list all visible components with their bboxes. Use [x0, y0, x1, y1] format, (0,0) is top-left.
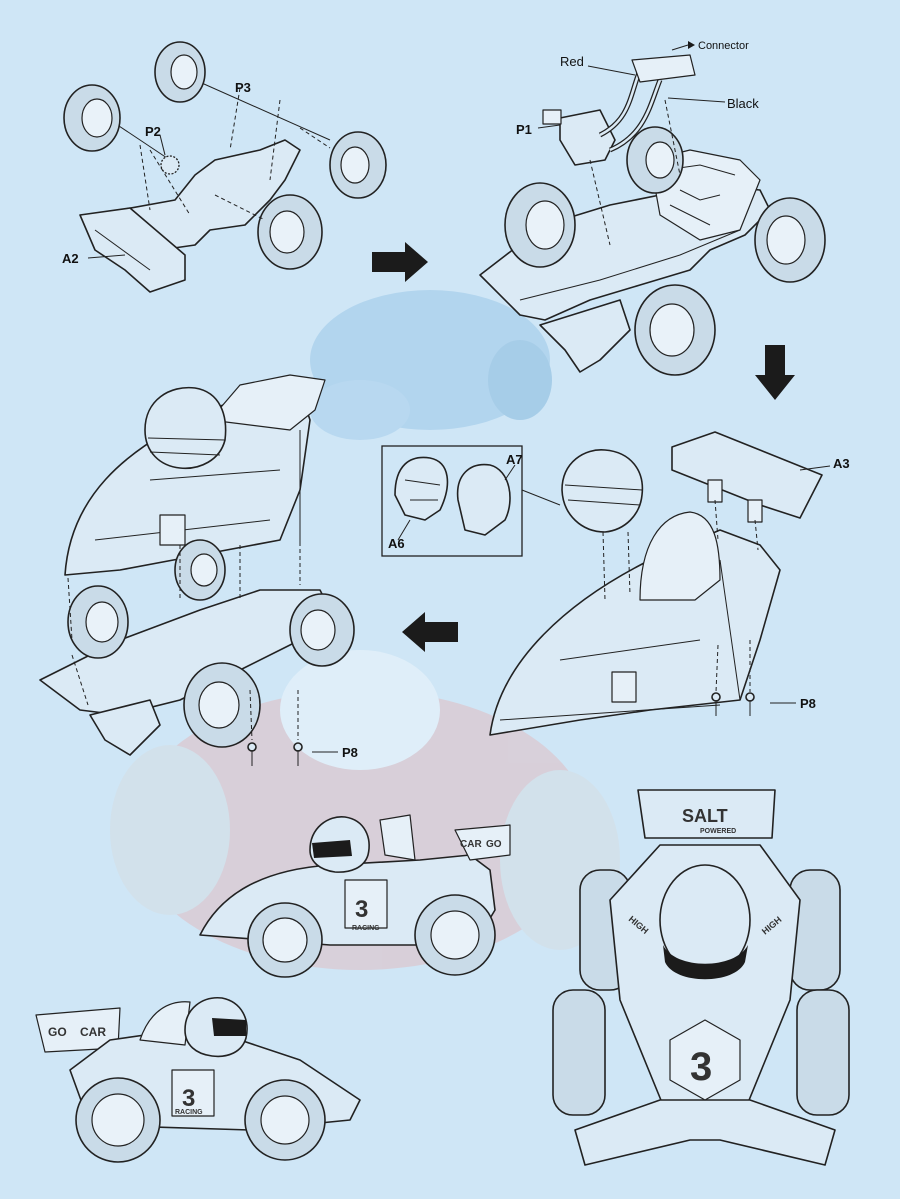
wheel-s2-rr	[754, 197, 826, 283]
helmet	[561, 449, 644, 533]
label-black: Black	[727, 96, 759, 111]
screw-left-1	[247, 742, 257, 766]
wheel-s4-rl	[174, 539, 226, 601]
screw-left-2	[293, 742, 303, 766]
decal-go-mid: GO	[486, 839, 502, 850]
ghost-blue-car	[310, 290, 552, 440]
finished-car-side-mid: 3 RACING CAR GO	[199, 814, 511, 978]
helmet-side-mid	[309, 816, 370, 873]
wheel-rear-left	[154, 41, 206, 103]
label-p8-left: P8	[342, 745, 358, 760]
wheel-s2-fr	[634, 284, 716, 376]
label-p1: P1	[516, 122, 532, 137]
label-a6: A6	[388, 536, 405, 551]
label-p3: P3	[235, 80, 251, 95]
decal-car-mid: CAR	[460, 839, 482, 850]
decal-number-bottom: 3	[182, 1085, 195, 1112]
wheel-top-fl	[552, 989, 606, 1116]
arrow-down-icon	[755, 345, 795, 400]
step4-body-on-chassis: P8	[39, 374, 358, 766]
finished-car-side-bottom: GO CAR 3 RACING	[35, 997, 361, 1163]
wheel-s4-fr	[183, 662, 261, 748]
wheel-s2-rl	[626, 126, 684, 194]
part-a7	[456, 463, 511, 536]
decal-racing-mid: RACING	[352, 925, 380, 932]
finished-car-top: SALT POWERED 3 HIGH HIGH	[552, 789, 850, 1166]
decal-powered: POWERED	[700, 828, 736, 835]
wheel-side-mid-rear	[414, 894, 496, 976]
step1-chassis-exploded: P3 P2 A2	[62, 41, 387, 293]
wheel-top-fr	[796, 989, 850, 1116]
label-connector: Connector	[698, 40, 749, 52]
helmet-side-bottom	[184, 997, 248, 1058]
arrow-left-icon	[402, 612, 458, 652]
wheel-front-right	[257, 194, 323, 270]
label-a7: A7	[506, 452, 523, 467]
step2-motor-install: Red Black Connector P1	[479, 40, 826, 376]
screw-right-1	[711, 692, 721, 716]
wheel-front-left	[63, 84, 121, 152]
wheel-s4-rr	[289, 593, 355, 667]
decal-number-mid: 3	[355, 896, 368, 923]
wheel-s4-fl	[67, 585, 129, 659]
label-a3: A3	[833, 456, 850, 471]
wheel-rear-right	[329, 131, 387, 199]
wheel-side-mid-front	[247, 902, 323, 978]
helmet-s4	[144, 386, 227, 469]
label-p2: P2	[145, 124, 161, 139]
label-a2: A2	[62, 251, 79, 266]
helmet-inset-box	[381, 445, 523, 557]
rear-wing-a3	[671, 431, 823, 523]
decal-car-left: CAR	[80, 1025, 106, 1039]
decal-salt: SALT	[682, 806, 728, 826]
wheel-side-bottom-rear	[75, 1077, 161, 1163]
label-red: Red	[560, 54, 584, 69]
decal-go-left: GO	[48, 1025, 67, 1039]
arrow-right-icon	[372, 242, 428, 282]
part-a6	[394, 456, 449, 521]
wheel-s2-fl	[504, 182, 576, 268]
decal-number-top: 3	[690, 1045, 712, 1089]
wheel-side-bottom-front	[244, 1079, 326, 1161]
helmet-top	[659, 864, 751, 980]
body-shell	[489, 511, 781, 736]
decal-racing-bottom: RACING	[175, 1109, 203, 1116]
screw-right-2	[745, 692, 755, 716]
step3-body-parts: A6 A7 A3	[381, 431, 850, 736]
motor-p1	[542, 109, 616, 166]
label-p8-right: P8	[800, 696, 816, 711]
